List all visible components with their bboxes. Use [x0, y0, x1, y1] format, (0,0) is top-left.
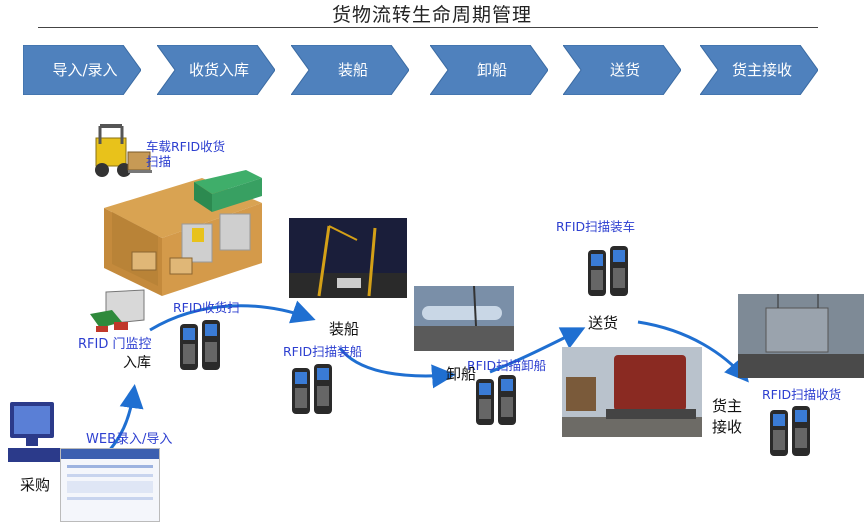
unloading-label: 卸船: [446, 365, 477, 383]
step-label: 货主接收: [731, 61, 792, 79]
computer-icon: [8, 402, 60, 462]
arrow-unload-to-deliver: [489, 327, 586, 374]
step-load-ship: 装船: [291, 45, 409, 95]
purchase-label: 采购: [20, 476, 51, 494]
step-unload-ship: 卸船: [430, 45, 548, 95]
ship-crane-photo: [289, 218, 407, 298]
rfid-scanner-icon: [476, 375, 516, 425]
owner-receive-label: 货主接收: [712, 397, 743, 436]
arrow-deliver-to-owner: [637, 320, 749, 383]
step-label: 送货: [609, 61, 640, 79]
arrow-ship-to-unload: [338, 347, 456, 389]
rfid-load-label: RFID扫描装船: [283, 344, 363, 359]
step-label: 卸船: [476, 61, 507, 79]
step-import: 导入/录入: [23, 45, 141, 95]
rfid-receive-label: RFID收货扫: [173, 300, 240, 315]
rfid-gate-icon: [90, 289, 145, 332]
step-label: 装船: [337, 61, 368, 79]
step-receive: 收货入库: [157, 45, 275, 95]
forklift-icon: [95, 124, 152, 177]
rfid-scanner-icon: [180, 320, 220, 370]
rfid-scanner-icon: [292, 364, 332, 414]
rfid-owner-label: RFID扫描收货: [762, 387, 842, 402]
rfid-unload-label: RFID扫描卸船: [467, 358, 547, 373]
step-deliver: 送货: [563, 45, 681, 95]
step-label: 导入/录入: [52, 61, 118, 79]
delivery-label: 送货: [588, 314, 619, 332]
receiving-photo: [738, 294, 864, 378]
web-screen-thumbnail: [60, 448, 160, 522]
delivery-truck-photo: [562, 347, 702, 437]
unloading-photo: [414, 286, 514, 351]
step-label: 收货入库: [188, 61, 249, 79]
step-owner-receive: 货主接收: [700, 45, 818, 95]
forklift-rfid-label: 车载RFID收货扫描: [146, 139, 226, 169]
inbound-label: 入库: [123, 355, 151, 371]
rfid-truck-label: RFID扫描装车: [556, 219, 636, 234]
arrow-inbound-to-ship: [149, 300, 316, 332]
truck-icon: [194, 170, 262, 212]
web-entry-label: WEB录入/导入: [86, 432, 173, 447]
rfid-scanner-icon: [588, 246, 628, 296]
rfid-gate-label: RFID 门监控: [78, 337, 152, 352]
title-divider: [38, 27, 818, 28]
loading-label: 装船: [329, 320, 360, 338]
page-title: 货物流转生命周期管理: [331, 4, 532, 26]
rfid-scanner-icon: [770, 406, 810, 456]
